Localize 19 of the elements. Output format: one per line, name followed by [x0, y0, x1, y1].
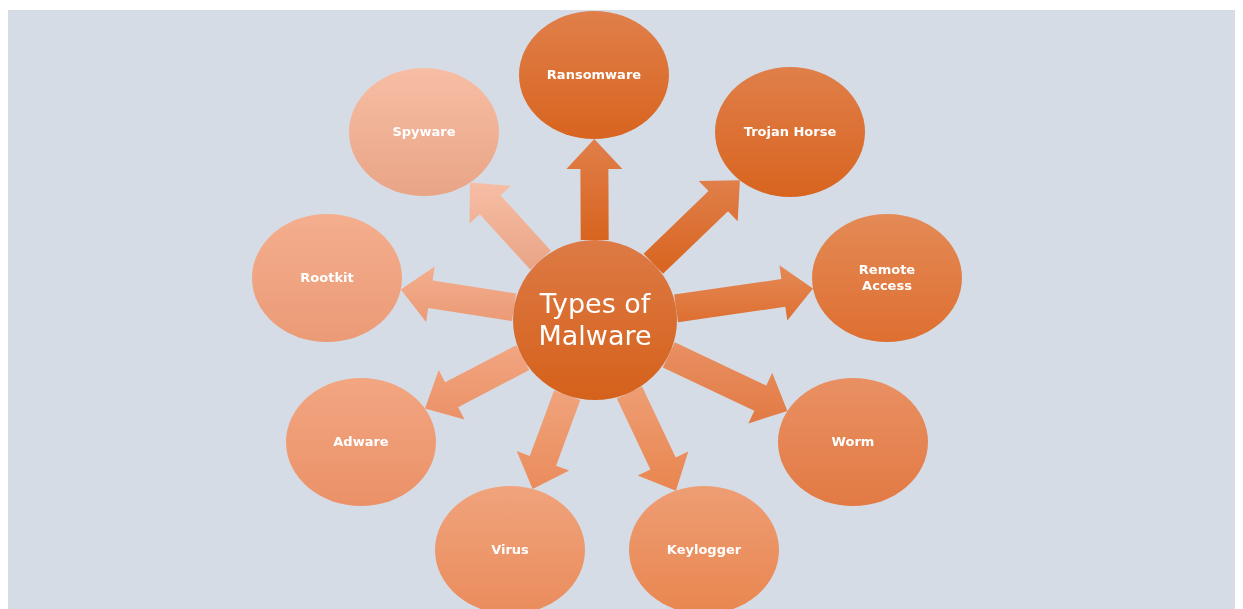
block-arrow: [516, 390, 581, 489]
node-label: Ransomware: [546, 67, 642, 83]
node-label: Rootkit: [300, 270, 354, 286]
block-arrow: [674, 265, 813, 323]
block-arrow: [425, 345, 530, 420]
node-label: Worm: [831, 434, 875, 450]
node-label: Virus: [491, 542, 529, 558]
block-arrow: [643, 180, 740, 274]
block-arrow: [469, 182, 551, 270]
node-label: Keylogger: [666, 542, 742, 558]
node-label: Spyware: [392, 124, 456, 140]
node-label: Trojan Horse: [743, 124, 837, 140]
block-arrow: [616, 386, 689, 491]
block-arrow: [566, 139, 623, 241]
center-title: Types of Malware: [537, 287, 653, 353]
block-arrow: [662, 342, 788, 424]
block-arrow: [400, 266, 517, 322]
node-label: Adware: [333, 434, 389, 450]
node-label: Remote Access: [857, 262, 917, 294]
